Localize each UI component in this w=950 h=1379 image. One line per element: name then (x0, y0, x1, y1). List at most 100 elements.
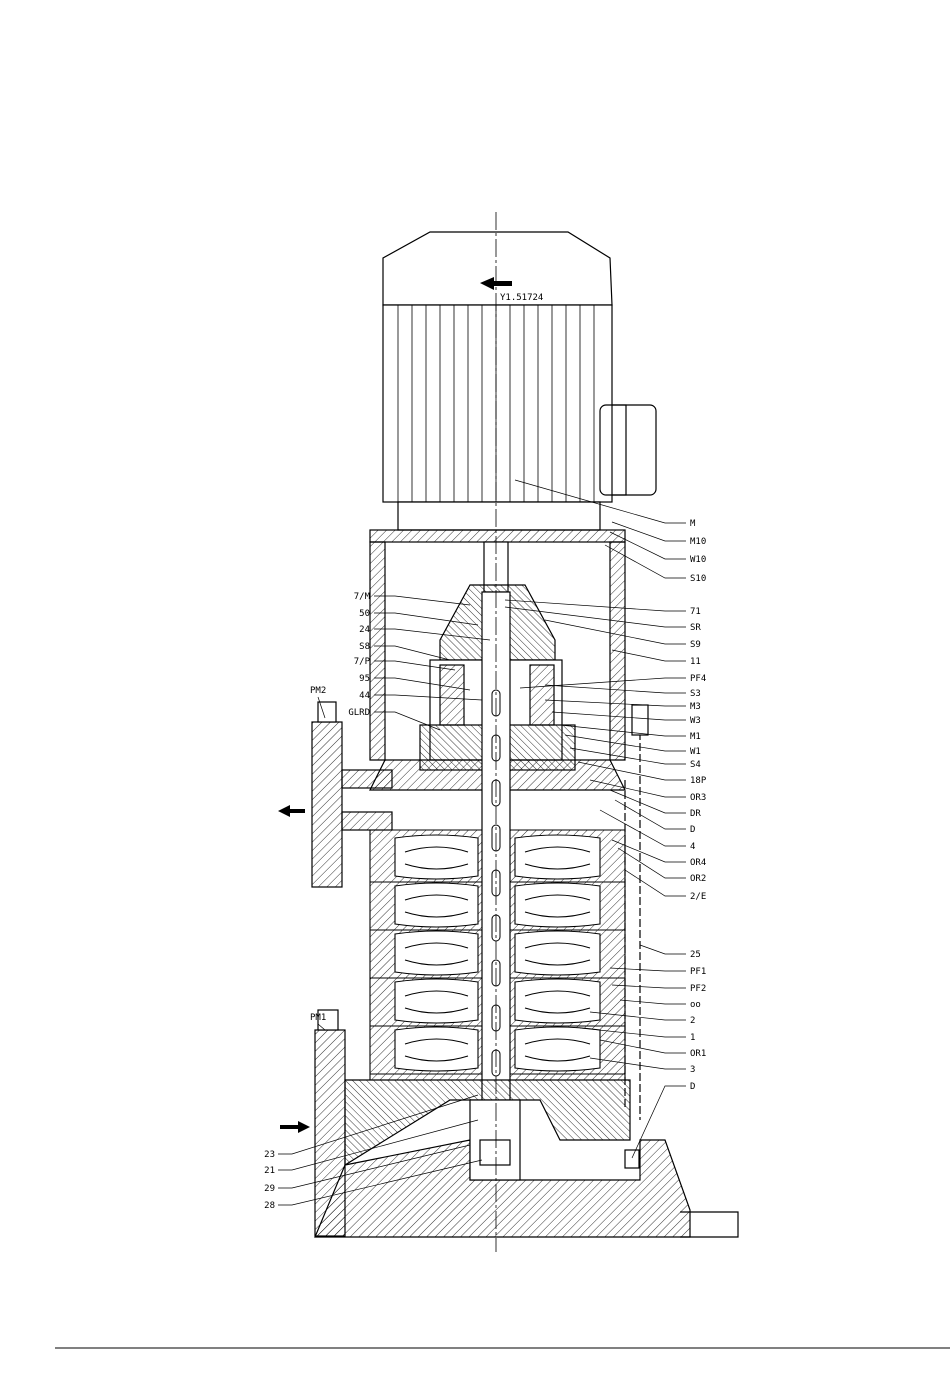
leader-line (589, 779, 686, 798)
leader-line (374, 694, 483, 701)
part-label: D (690, 1082, 695, 1092)
part-label: OR1 (690, 1049, 706, 1059)
part-label: GLRD (348, 708, 370, 718)
part-label: 44 (359, 691, 370, 701)
part-label: D (690, 825, 695, 835)
part-label: W10 (690, 555, 706, 565)
leader-line (579, 1027, 686, 1038)
fan-cover (382, 231, 613, 306)
impeller (394, 930, 479, 976)
gauge-port-label: PM2 (310, 686, 326, 696)
leader-line (589, 1057, 686, 1070)
impeller (394, 834, 479, 880)
leader-line (374, 711, 441, 731)
leader-line (617, 847, 686, 879)
leader-line (374, 595, 471, 606)
motor (369, 231, 657, 543)
part-label: 2/E (690, 892, 706, 902)
part-label: S9 (690, 640, 701, 650)
part-label: 23 (264, 1150, 275, 1160)
part-label: OR3 (690, 793, 706, 803)
part-label: M (690, 519, 696, 529)
leader-line (609, 531, 686, 560)
leader-line (619, 999, 686, 1005)
leader-line (374, 612, 479, 626)
leader-line (544, 684, 686, 694)
part-label: OR4 (690, 858, 706, 868)
part-label: 4 (690, 842, 695, 852)
discharge-flange (311, 701, 393, 888)
part-label: 3 (690, 1065, 695, 1075)
outlet-arrow-icon (278, 805, 305, 817)
leader-line (374, 645, 451, 661)
part-label: S10 (690, 574, 706, 584)
part-label: M3 (690, 702, 701, 712)
part-label: W3 (690, 716, 701, 726)
leader-line (639, 944, 686, 955)
part-label: 50 (359, 609, 370, 619)
part-label: M1 (690, 732, 701, 742)
terminal-box (599, 404, 657, 496)
leader-line (544, 699, 686, 707)
leader-line (609, 967, 686, 972)
pump-base (314, 704, 739, 1238)
impeller (514, 930, 601, 976)
leader-line (514, 479, 686, 524)
leader-line (317, 696, 326, 719)
part-label: PF4 (690, 674, 706, 684)
impeller (514, 978, 601, 1024)
leader-line (614, 799, 686, 830)
impeller (514, 882, 601, 928)
leader-line (624, 869, 686, 897)
leader-line (374, 660, 456, 671)
leader-line (599, 1039, 686, 1054)
part-label: M10 (690, 537, 706, 547)
part-label: 28 (264, 1201, 275, 1211)
part-label: 25 (690, 950, 701, 960)
leader-line (609, 789, 686, 814)
leader-line (611, 649, 686, 662)
leader-line (278, 1094, 479, 1155)
part-label: W1 (690, 747, 701, 757)
leader-line (599, 809, 686, 847)
part-label: 71 (690, 607, 701, 617)
leader-line (504, 606, 686, 628)
motor-code: Y1.51724 (500, 293, 543, 303)
leader-line (374, 628, 491, 641)
part-label: S4 (690, 760, 701, 770)
leader-line (604, 544, 686, 579)
lantern-bracket (369, 541, 626, 791)
leader-line (278, 1159, 483, 1206)
impeller (394, 1026, 479, 1072)
leader-line (278, 1119, 479, 1171)
leader-line (504, 599, 686, 612)
part-label: DR (690, 809, 701, 819)
part-label: oo (690, 1000, 701, 1010)
part-label: 18P (690, 776, 707, 786)
leader-line (278, 1144, 471, 1189)
leader-line (551, 711, 686, 721)
part-label: 2 (690, 1016, 695, 1026)
inlet-arrow-icon (280, 1121, 310, 1133)
part-label: 11 (690, 657, 701, 667)
part-label: 24 (359, 625, 370, 635)
part-label: SR (690, 623, 701, 633)
part-label: 21 (264, 1166, 275, 1176)
leader-line (577, 761, 686, 781)
impeller (394, 978, 479, 1024)
motor-body (382, 304, 613, 503)
part-label: S3 (690, 689, 701, 699)
leader-line (611, 839, 686, 863)
leader-line (564, 734, 686, 752)
part-label: 7/M (354, 592, 371, 602)
impeller (514, 834, 601, 880)
part-label: 95 (359, 674, 370, 684)
leader-line (589, 1011, 686, 1021)
impeller (514, 1026, 601, 1072)
leader-line (374, 677, 471, 691)
part-label: 29 (264, 1184, 275, 1194)
leader-line (317, 1023, 326, 1031)
leader-line (569, 747, 686, 765)
part-label: 1 (690, 1033, 695, 1043)
